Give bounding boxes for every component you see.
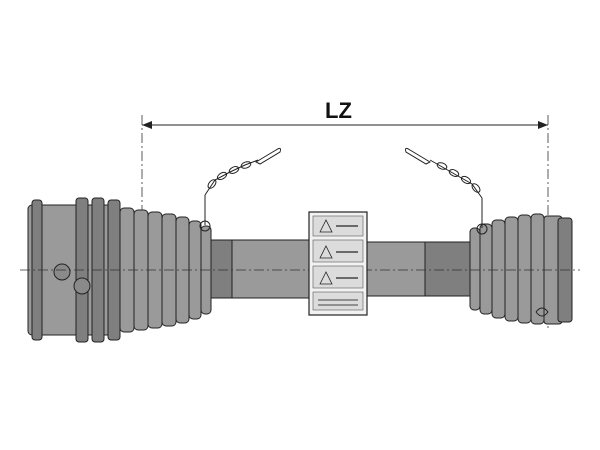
dimension-label: LZ — [325, 98, 352, 123]
tube-assembly — [209, 239, 471, 299]
right-safety-chain — [405, 147, 488, 235]
right-bellows — [469, 213, 545, 325]
length-dimension: LZ — [141, 98, 549, 330]
left-yoke-guard — [27, 197, 148, 343]
warning-label — [308, 211, 368, 316]
left-safety-chain — [199, 147, 281, 232]
